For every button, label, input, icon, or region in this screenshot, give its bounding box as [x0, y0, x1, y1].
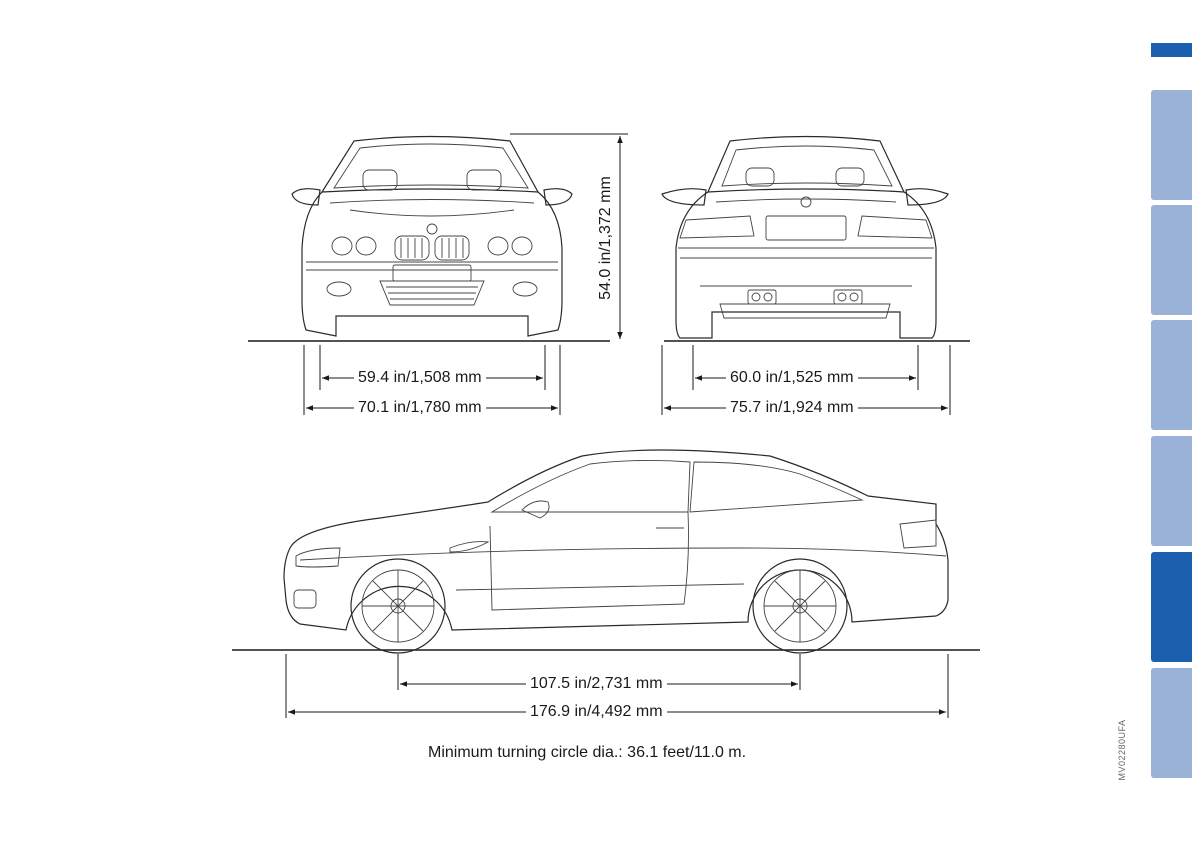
section-tab-4[interactable]	[1151, 436, 1192, 546]
image-code: MV02280UFA	[1117, 705, 1127, 795]
turning-circle-caption: Minimum turning circle dia.: 36.1 feet/1…	[428, 744, 746, 762]
rear-track-label: 60.0 in/1,525 mm	[726, 369, 858, 387]
section-tab-2[interactable]	[1151, 205, 1192, 315]
section-tab-1[interactable]	[1151, 90, 1192, 200]
section-tab-6[interactable]	[1151, 668, 1192, 778]
wheelbase-label: 107.5 in/2,731 mm	[526, 675, 667, 693]
height-label: 54.0 in/1,372 mm	[597, 172, 615, 304]
section-tab-3[interactable]	[1151, 320, 1192, 430]
top-marker-tab	[1151, 43, 1192, 57]
front-track-label: 59.4 in/1,508 mm	[354, 369, 486, 387]
length-label: 176.9 in/4,492 mm	[526, 703, 667, 721]
section-tab-5-active[interactable]	[1151, 552, 1192, 662]
front-width-label: 70.1 in/1,780 mm	[354, 399, 486, 417]
rear-width-label: 75.7 in/1,924 mm	[726, 399, 858, 417]
